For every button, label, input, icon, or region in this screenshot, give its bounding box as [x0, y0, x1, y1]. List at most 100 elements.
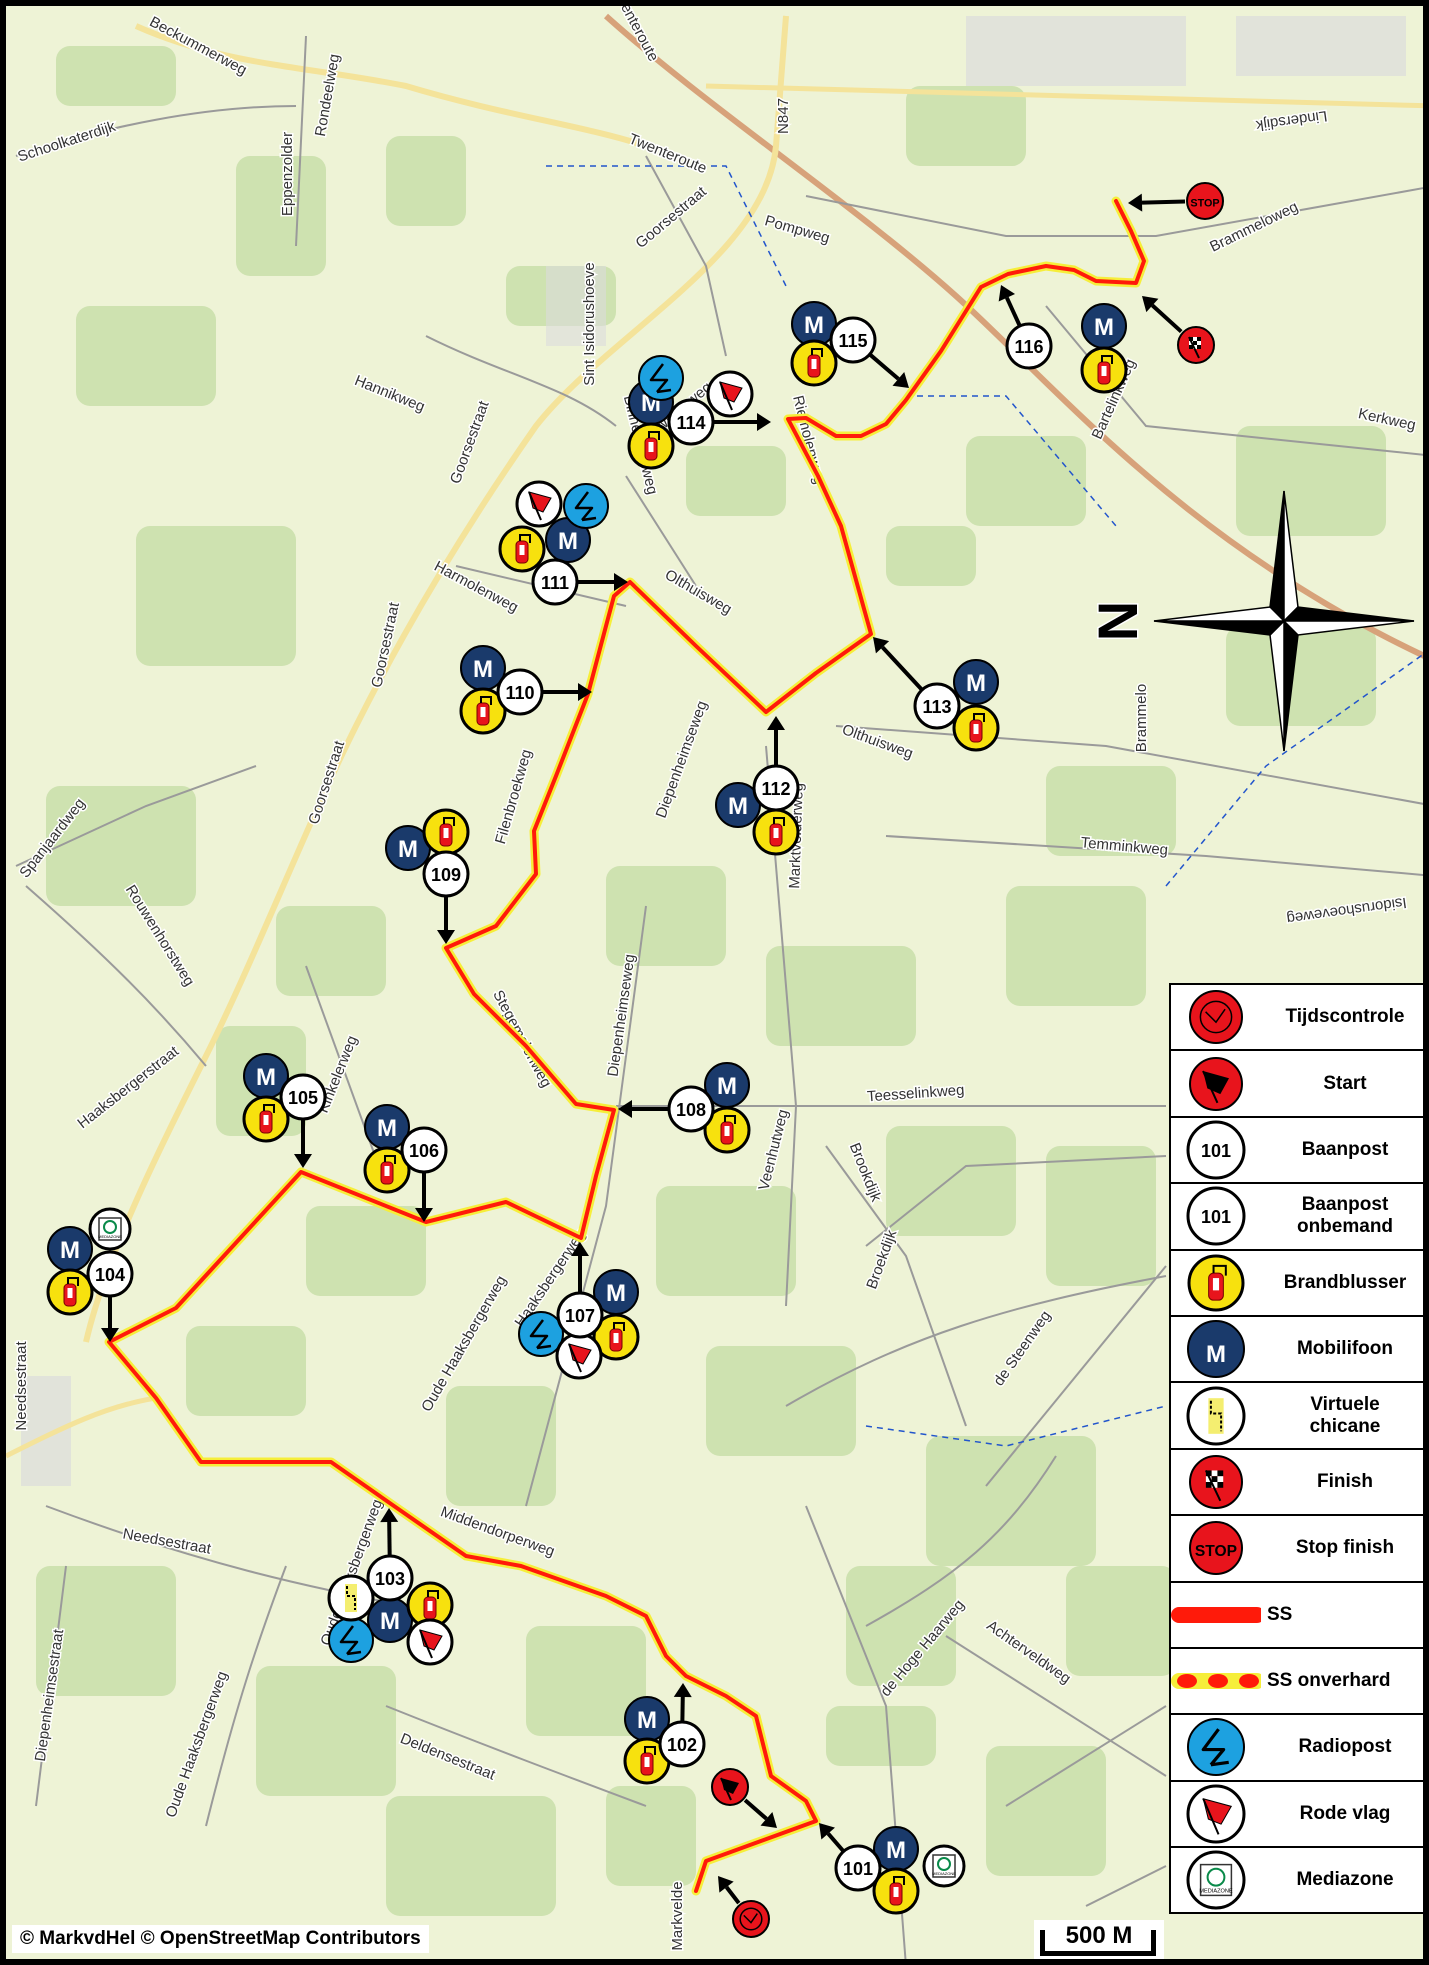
mobilifoon-letter: M	[256, 1064, 276, 1091]
clock-icon	[732, 1900, 770, 1938]
mobilifoon-icon: M	[953, 659, 999, 705]
post-marker: 105	[279, 1073, 327, 1121]
special-stage-route	[104, 196, 1149, 1896]
forest-patch	[706, 1346, 856, 1456]
red-flag-icon	[515, 480, 563, 528]
forest-patch	[386, 1796, 556, 1916]
fire-extinguisher-icon	[790, 339, 838, 387]
stop-icon: STOP	[1186, 182, 1224, 220]
forest-patch	[606, 1786, 696, 1886]
radio-icon	[638, 355, 684, 401]
legend-label: Mediazone	[1296, 1869, 1394, 1891]
legend-row-start: Start	[1169, 1051, 1423, 1118]
forest-patches	[36, 46, 1386, 1916]
legend-label: Baanpost onbemand	[1296, 1194, 1394, 1238]
fire-extinguisher-icon	[363, 1146, 411, 1194]
post-circle	[279, 1073, 327, 1121]
scale-bar-label: 500 M	[1065, 1922, 1133, 1949]
red-flag-icon	[406, 1618, 454, 1666]
town-area	[546, 266, 606, 346]
arrow-head	[760, 1812, 777, 1828]
radio-icon	[1187, 1718, 1245, 1777]
legend-symbol-graphic: STOP	[1189, 1521, 1243, 1576]
post-circle	[366, 1554, 414, 1602]
legend-label: Stop finish	[1295, 1537, 1395, 1559]
post-marker: 101	[1186, 1186, 1246, 1246]
mobilifoon-letter: M	[886, 1837, 906, 1864]
legend-label: Tijdscontrole	[1285, 1006, 1405, 1028]
post-circle	[1005, 322, 1053, 370]
stop-text: STOP	[1195, 1543, 1237, 1560]
post-number: 108	[676, 1100, 706, 1120]
radio-icon	[563, 483, 609, 529]
post-marker: 116	[1005, 322, 1053, 370]
legend-row-rode-vlag: Rode vlag	[1169, 1781, 1423, 1849]
post-number: 101	[843, 1859, 873, 1879]
road-network	[6, 13, 1423, 1959]
forest-patch	[76, 306, 216, 406]
post-number: 101	[1201, 1141, 1231, 1161]
post-circle	[556, 1291, 604, 1339]
radio-icon	[1171, 1715, 1261, 1779]
post-marker: 115	[829, 316, 877, 364]
arrow-head	[415, 1208, 433, 1222]
post-circle	[400, 1126, 448, 1174]
post-circle	[1186, 1186, 1246, 1246]
fire-extinguisher-icon	[459, 687, 507, 735]
mobilifoon-icon: M	[47, 1226, 93, 1272]
arrow-head	[757, 413, 771, 431]
mobilifoon-letter: M	[398, 836, 418, 863]
mobilifoon-letter: M	[606, 1280, 626, 1307]
post-marker: 114	[667, 398, 715, 446]
red-flag-icon	[555, 1332, 603, 1380]
legend-label: SS	[1267, 1603, 1293, 1625]
checkered-flag-icon	[1177, 326, 1215, 364]
forest-patch	[886, 1126, 1016, 1236]
legend-row-mediazone: MEDIAZONE Mediazone	[1169, 1848, 1423, 1915]
legend-label: Rode vlag	[1299, 1802, 1391, 1824]
mobilifoon-letter: M	[473, 656, 493, 683]
arrow-head	[101, 1328, 119, 1342]
legend-label: Baanpost	[1301, 1138, 1389, 1160]
street-label: Eppenzolder	[279, 132, 296, 216]
start-flag-icon	[1189, 1056, 1243, 1111]
mediazone-text: MEDIAZONE	[1199, 1889, 1233, 1895]
fire-extinguisher-icon	[703, 1106, 751, 1154]
main-road	[83, 15, 789, 1343]
post-number: 116	[1014, 337, 1043, 357]
post-marker: 113	[913, 682, 961, 730]
forest-patch	[1236, 426, 1386, 536]
arrow-head	[673, 1683, 692, 1698]
forest-patch	[236, 156, 326, 276]
legend-symbol-graphic	[1186, 1386, 1246, 1446]
post-circle	[752, 764, 800, 812]
legend-label: SS onverhard	[1267, 1670, 1391, 1692]
post-circle	[834, 1844, 882, 1892]
forest-patch	[1066, 1566, 1176, 1676]
forest-patch	[886, 526, 976, 586]
mobilifoon-letter: M	[717, 1073, 737, 1100]
legend-symbol-graphic	[1187, 1718, 1245, 1777]
arrow-head	[571, 1242, 589, 1256]
mediazone-text: MEDIAZONE	[932, 1871, 956, 1876]
legend-row-stop-finish: STOP Stop finish	[1169, 1516, 1423, 1583]
forest-patch	[256, 1666, 396, 1796]
post-number: 106	[409, 1141, 439, 1161]
start-flag-icon	[711, 1768, 749, 1806]
mobilifoon-letter: M	[558, 528, 578, 555]
red-flag-icon	[1186, 1784, 1246, 1844]
legend-label: Radiopost	[1298, 1736, 1392, 1758]
scale-bar-line	[1040, 1951, 1156, 1956]
mobilifoon-letter: M	[804, 312, 824, 339]
mediazone-text: MEDIAZONE	[98, 1234, 122, 1239]
post-marker: 106	[400, 1126, 448, 1174]
post-circle	[913, 682, 961, 730]
town-area	[966, 16, 1186, 86]
main-road	[705, 15, 1423, 147]
stop-icon: STOP	[1171, 1516, 1261, 1580]
mobilifoon-letter: M	[60, 1237, 80, 1264]
fire-extinguisher-icon	[46, 1268, 94, 1316]
legend-row-baanpost-onbemand: 101 Baanpost onbemand	[1169, 1184, 1423, 1251]
map-canvas[interactable]: SchoolkaterdijkBeckummerwegRondeelwegEpp…	[6, 6, 1429, 1965]
